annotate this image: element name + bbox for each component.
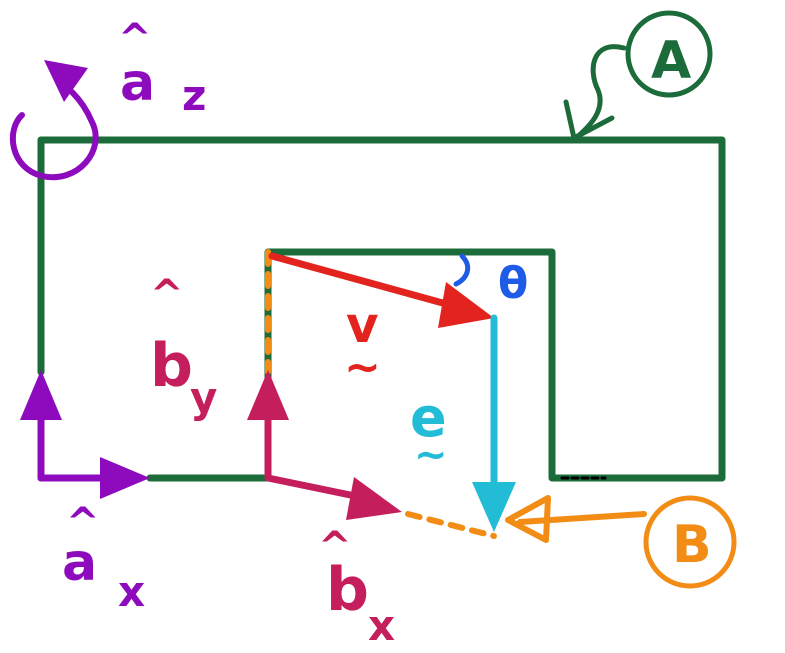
label-A-circle bbox=[625, 10, 713, 98]
label-A-pointer-head bbox=[563, 99, 615, 141]
by-vector-head bbox=[247, 370, 289, 420]
bx-subscript: x bbox=[368, 601, 395, 650]
label-B-text: B bbox=[672, 515, 712, 575]
az-label: a bbox=[120, 53, 155, 113]
label-B-pointer-head bbox=[505, 495, 551, 543]
rotation-az-icon bbox=[9, 89, 99, 181]
bx-to-B-dashed bbox=[405, 511, 497, 539]
rotation-az-arrowhead bbox=[44, 60, 88, 102]
body-A-outline bbox=[37, 136, 726, 482]
bx-vector-shaft bbox=[264, 474, 364, 501]
by-subscript: y bbox=[190, 373, 217, 422]
theta-arc bbox=[453, 253, 471, 287]
by-label: b bbox=[150, 331, 193, 401]
e-label: e bbox=[410, 386, 447, 449]
ax-label: a bbox=[62, 533, 97, 593]
v-vector-head bbox=[438, 282, 494, 328]
az-hat: ^ bbox=[118, 16, 152, 62]
label-A-text: A bbox=[651, 31, 691, 91]
ax-subscript: x bbox=[118, 567, 145, 616]
e-vector-head bbox=[472, 482, 516, 532]
bx-hat: ^ bbox=[318, 524, 352, 570]
label-A-pointer-arrow bbox=[573, 44, 627, 141]
ax-vector-head bbox=[100, 457, 150, 499]
ay-vector-head bbox=[20, 370, 62, 420]
label-B-pointer-shaft bbox=[517, 511, 647, 525]
v-tilde: ~ bbox=[344, 342, 381, 393]
v-label: v bbox=[346, 296, 379, 354]
by-hat: ^ bbox=[150, 272, 184, 318]
az-subscript: z bbox=[182, 71, 206, 120]
v-vector-shaft bbox=[268, 252, 454, 309]
ax-hat: ^ bbox=[66, 500, 100, 546]
label-B-circle bbox=[643, 495, 737, 589]
e-tilde: ~ bbox=[414, 432, 448, 478]
bx-label: b bbox=[326, 555, 369, 625]
theta-label: θ bbox=[498, 258, 528, 309]
bx-vector-head bbox=[346, 477, 402, 520]
